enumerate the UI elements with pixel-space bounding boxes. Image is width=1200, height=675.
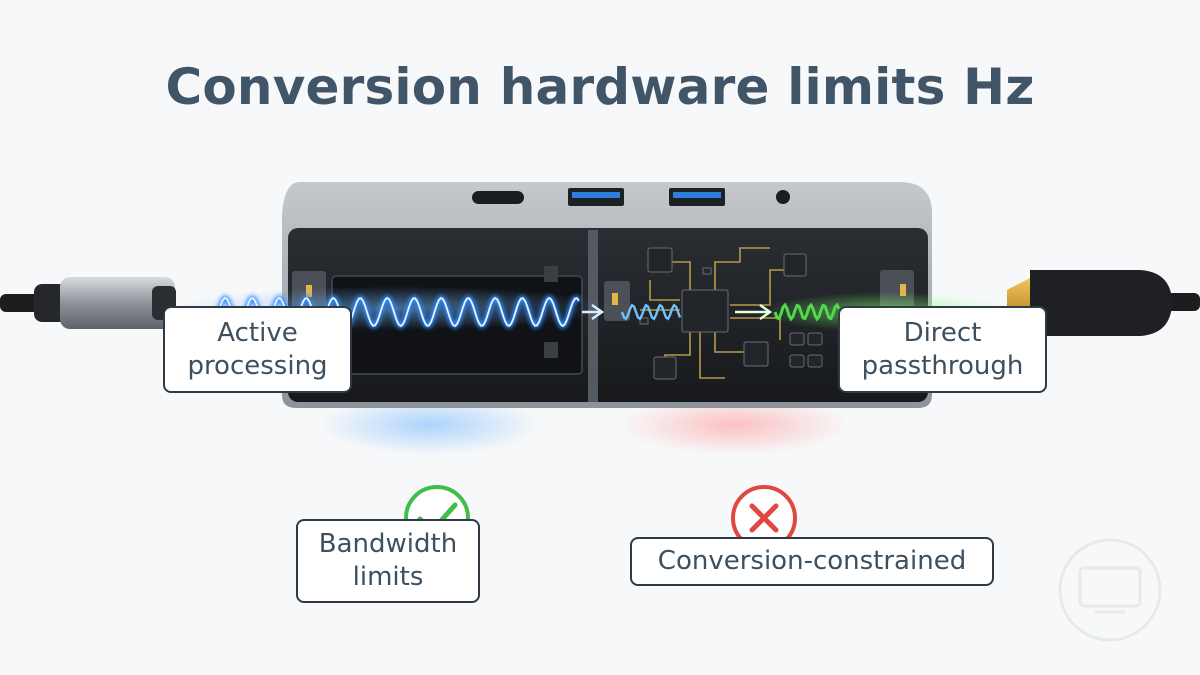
chip-1: [648, 248, 672, 272]
label-direct-passthrough: Direct passthrough: [838, 306, 1047, 393]
audio-jack: [776, 190, 790, 204]
label-conversion-constrained: Conversion-constrained: [630, 537, 994, 586]
main-chip: [682, 290, 728, 332]
usb-c-port: [472, 191, 524, 204]
chip-2: [784, 254, 806, 276]
watermark-logo: [1060, 540, 1160, 640]
chip-4: [744, 342, 768, 366]
usb-c-cable: [0, 277, 176, 329]
label-bandwidth-limits: Bandwidth limits: [296, 519, 480, 603]
label-active-processing: Active processing: [163, 306, 352, 393]
chip-3: [654, 357, 676, 379]
